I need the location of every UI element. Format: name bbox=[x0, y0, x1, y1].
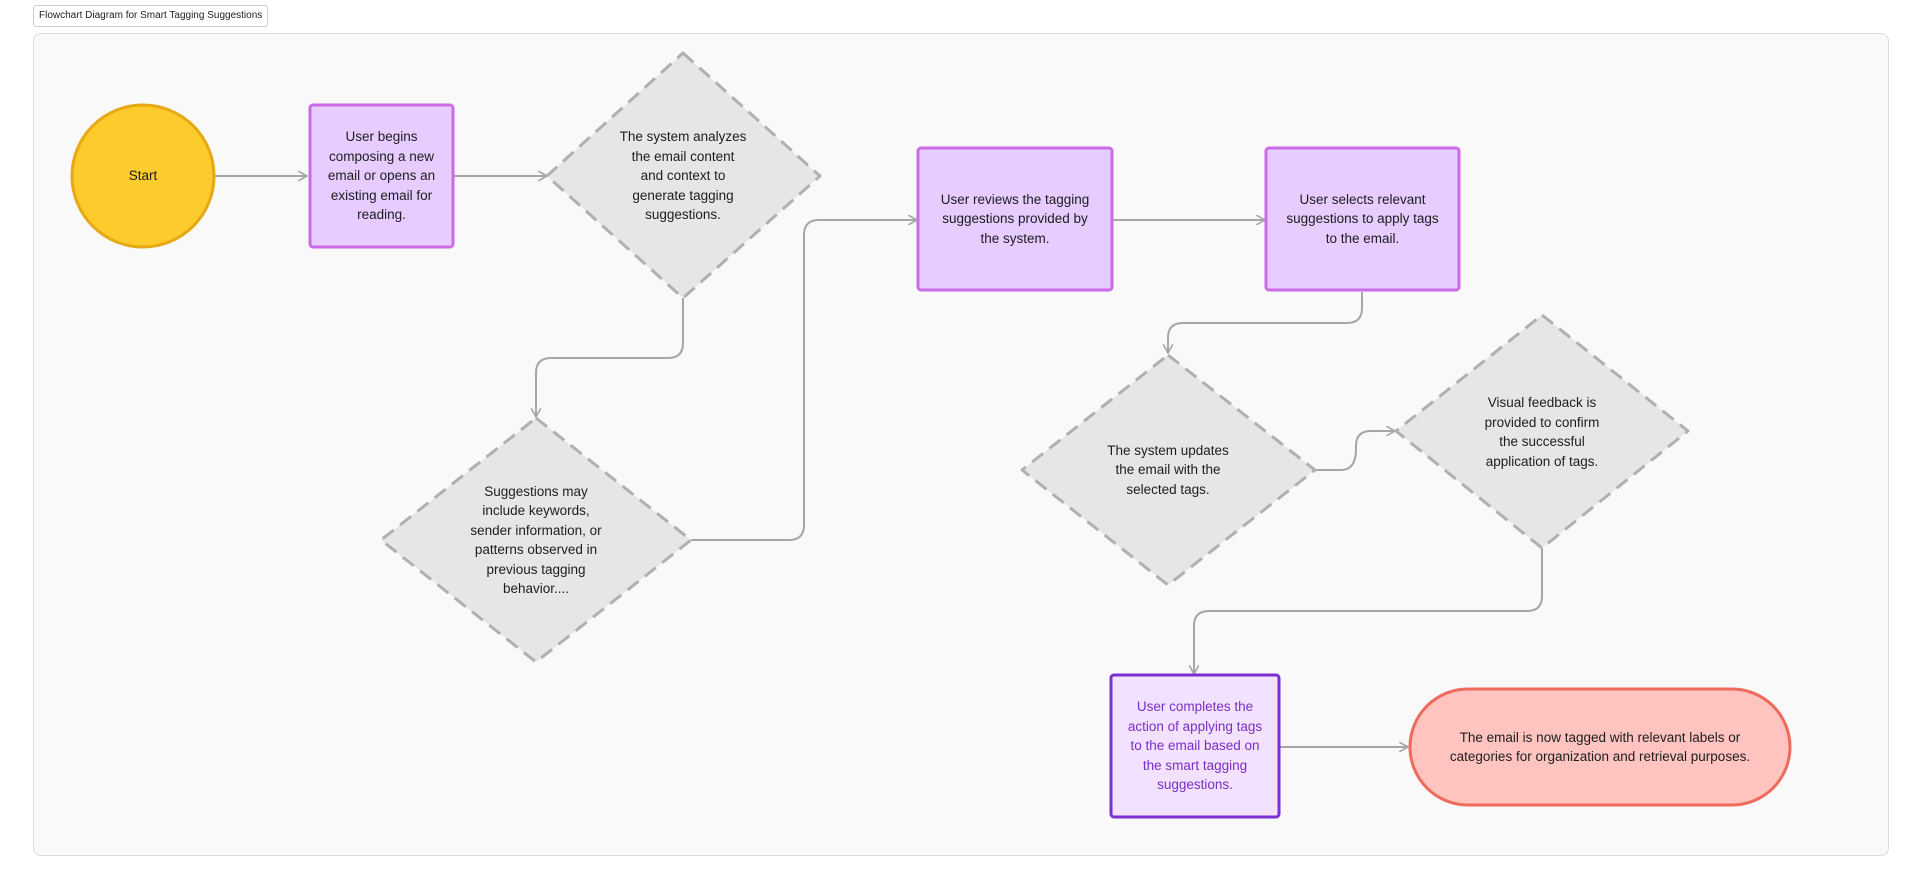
decision-node-visual-feedback[interactable] bbox=[1394, 313, 1690, 550]
suggestions-may-label: Suggestions may include keywords, sender… bbox=[470, 483, 602, 597]
connector-analyzes-to-suggestions bbox=[536, 298, 684, 417]
process-node-user-begins[interactable] bbox=[308, 103, 455, 249]
connector-updates-to-feedback bbox=[1315, 431, 1395, 471]
process-node-user-selects[interactable] bbox=[1264, 146, 1461, 292]
decision-node-suggestions-may[interactable] bbox=[379, 416, 693, 664]
decision-node-system-updates[interactable] bbox=[1020, 353, 1317, 587]
user-reviews-label: User reviews the tagging suggestions pro… bbox=[940, 191, 1090, 246]
connector-selects-to-updates bbox=[1168, 292, 1363, 353]
end-label: The email is now tagged with relevant la… bbox=[1449, 729, 1751, 765]
process-node-user-completes[interactable] bbox=[1109, 673, 1281, 819]
user-begins-label: User begins composing a new email or ope… bbox=[327, 129, 436, 223]
user-completes-label: User completes the action of applying ta… bbox=[1127, 699, 1263, 793]
user-selects-label: User selects relevant suggestions to app… bbox=[1286, 191, 1439, 246]
connector-feedback-to-completes bbox=[1194, 548, 1543, 674]
start-label: Start bbox=[128, 168, 158, 184]
decision-node-system-analyzes[interactable] bbox=[545, 51, 822, 300]
diagram-title: Flowchart Diagram for Smart Tagging Sugg… bbox=[33, 5, 269, 27]
visual-feedback-label: Visual feedback is provided to confirm t… bbox=[1484, 395, 1600, 469]
process-node-user-reviews[interactable] bbox=[916, 146, 1114, 292]
system-analyzes-label: The system analyzes the email content an… bbox=[619, 129, 747, 223]
system-updates-label: The system updates the email with the se… bbox=[1107, 442, 1229, 497]
end-node[interactable] bbox=[1408, 687, 1792, 807]
start-node[interactable] bbox=[70, 103, 216, 249]
connector-suggestions-to-reviews bbox=[691, 220, 917, 541]
